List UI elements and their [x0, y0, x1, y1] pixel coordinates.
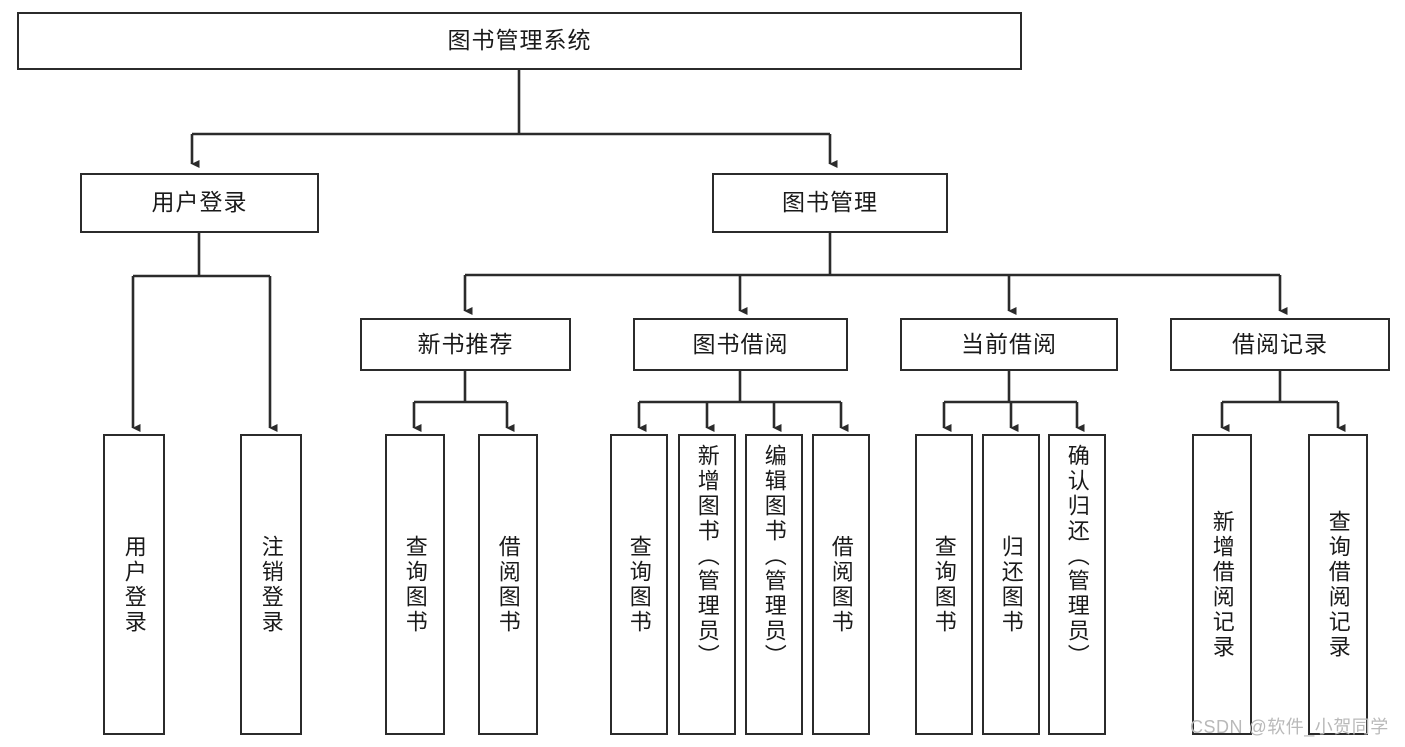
node-new-book-recommend-label: 新书推荐	[417, 330, 514, 357]
node-leaf-query-record[interactable]: 查询借阅记录	[1308, 434, 1368, 735]
node-user-login[interactable]: 用户登录	[80, 173, 319, 233]
node-leaf-edit-book[interactable]: 编辑图书（管理员）	[745, 434, 803, 735]
node-leaf-confirm-return[interactable]: 确认归还（管理员）	[1048, 434, 1106, 735]
node-leaf-add-record-label: 新增借阅记录	[1209, 509, 1235, 660]
node-leaf-query-book-3[interactable]: 查询图书	[915, 434, 973, 735]
node-leaf-borrow-book-1[interactable]: 借阅图书	[478, 434, 538, 735]
node-leaf-query-book-3-label: 查询图书	[931, 534, 957, 635]
node-book-borrow[interactable]: 图书借阅	[633, 318, 848, 371]
node-leaf-add-book[interactable]: 新增图书（管理员）	[678, 434, 736, 735]
node-leaf-borrow-book-2-label: 借阅图书	[828, 534, 854, 635]
node-leaf-logout[interactable]: 注销登录	[240, 434, 302, 735]
node-leaf-confirm-return-label: 确认归还（管理员）	[1064, 444, 1090, 669]
node-leaf-edit-book-label: 编辑图书（管理员）	[761, 444, 787, 669]
node-leaf-borrow-book-1-label: 借阅图书	[495, 534, 521, 635]
node-leaf-add-book-label: 新增图书（管理员）	[694, 444, 720, 669]
node-leaf-query-record-label: 查询借阅记录	[1325, 509, 1351, 660]
node-book-manage-label: 图书管理	[782, 189, 878, 216]
watermark: CSDN @软件_小贺同学	[1190, 717, 1389, 737]
node-leaf-user-login-label: 用户登录	[121, 534, 147, 635]
node-book-borrow-label: 图书借阅	[692, 330, 789, 357]
node-leaf-query-book-2-label: 查询图书	[626, 534, 652, 635]
node-new-book-recommend[interactable]: 新书推荐	[360, 318, 571, 371]
node-leaf-borrow-book-2[interactable]: 借阅图书	[812, 434, 870, 735]
node-current-borrow-label: 当前借阅	[961, 330, 1057, 357]
node-borrow-record-label: 借阅记录	[1232, 330, 1328, 357]
node-borrow-record[interactable]: 借阅记录	[1170, 318, 1390, 371]
node-user-login-label: 用户登录	[151, 189, 248, 216]
node-root[interactable]: 图书管理系统	[17, 12, 1022, 70]
node-leaf-query-book-1-label: 查询图书	[402, 534, 428, 635]
node-leaf-return-book[interactable]: 归还图书	[982, 434, 1040, 735]
node-leaf-user-login[interactable]: 用户登录	[103, 434, 165, 735]
node-leaf-return-book-label: 归还图书	[998, 534, 1024, 635]
node-leaf-query-book-2[interactable]: 查询图书	[610, 434, 668, 735]
node-leaf-logout-label: 注销登录	[258, 534, 284, 635]
node-leaf-query-book-1[interactable]: 查询图书	[385, 434, 445, 735]
node-current-borrow[interactable]: 当前借阅	[900, 318, 1118, 371]
node-leaf-add-record[interactable]: 新增借阅记录	[1192, 434, 1252, 735]
node-book-manage[interactable]: 图书管理	[712, 173, 948, 233]
node-root-label: 图书管理系统	[447, 27, 592, 54]
